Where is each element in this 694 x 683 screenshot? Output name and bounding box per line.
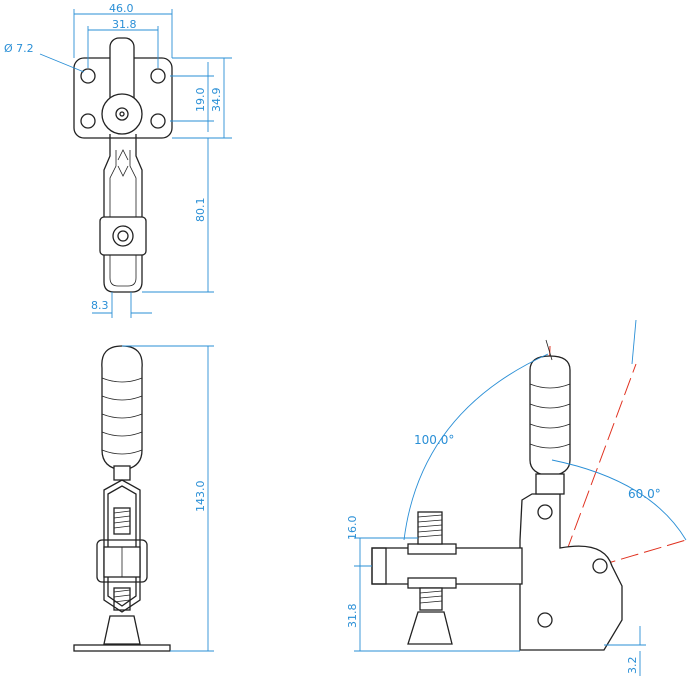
front-view <box>73 345 171 652</box>
spindle-height-label: 16.0 <box>346 516 359 541</box>
top-view <box>73 37 173 293</box>
bar-height-label: 31.8 <box>346 604 359 629</box>
width-overall-label: 46.0 <box>109 2 134 15</box>
base-thickness-label: 3.2 <box>626 657 639 675</box>
handle-angle-label: 60.0° <box>628 487 661 501</box>
hole-diameter-label: Ø 7.2 <box>4 42 34 55</box>
side-view <box>360 339 687 651</box>
hole-spacing-x-label: 31.8 <box>112 18 137 31</box>
side-view-dimensions: 100.0° 60.0° 16.0 31.8 3.2 <box>346 319 687 676</box>
open-angle-label: 100.0° <box>414 433 454 447</box>
hole-spacing-y-label: 19.0 <box>194 88 207 113</box>
top-view-dimensions: 46.0 31.8 Ø 7.2 19.0 34.9 80.1 8.3 <box>4 2 232 318</box>
front-view-dimensions: 143.0 <box>122 345 214 652</box>
handle-length-label: 80.1 <box>194 198 207 223</box>
offset-label: 8.3 <box>91 299 109 312</box>
base-length-label: 34.9 <box>210 88 223 113</box>
height-overall-label: 143.0 <box>194 481 207 513</box>
